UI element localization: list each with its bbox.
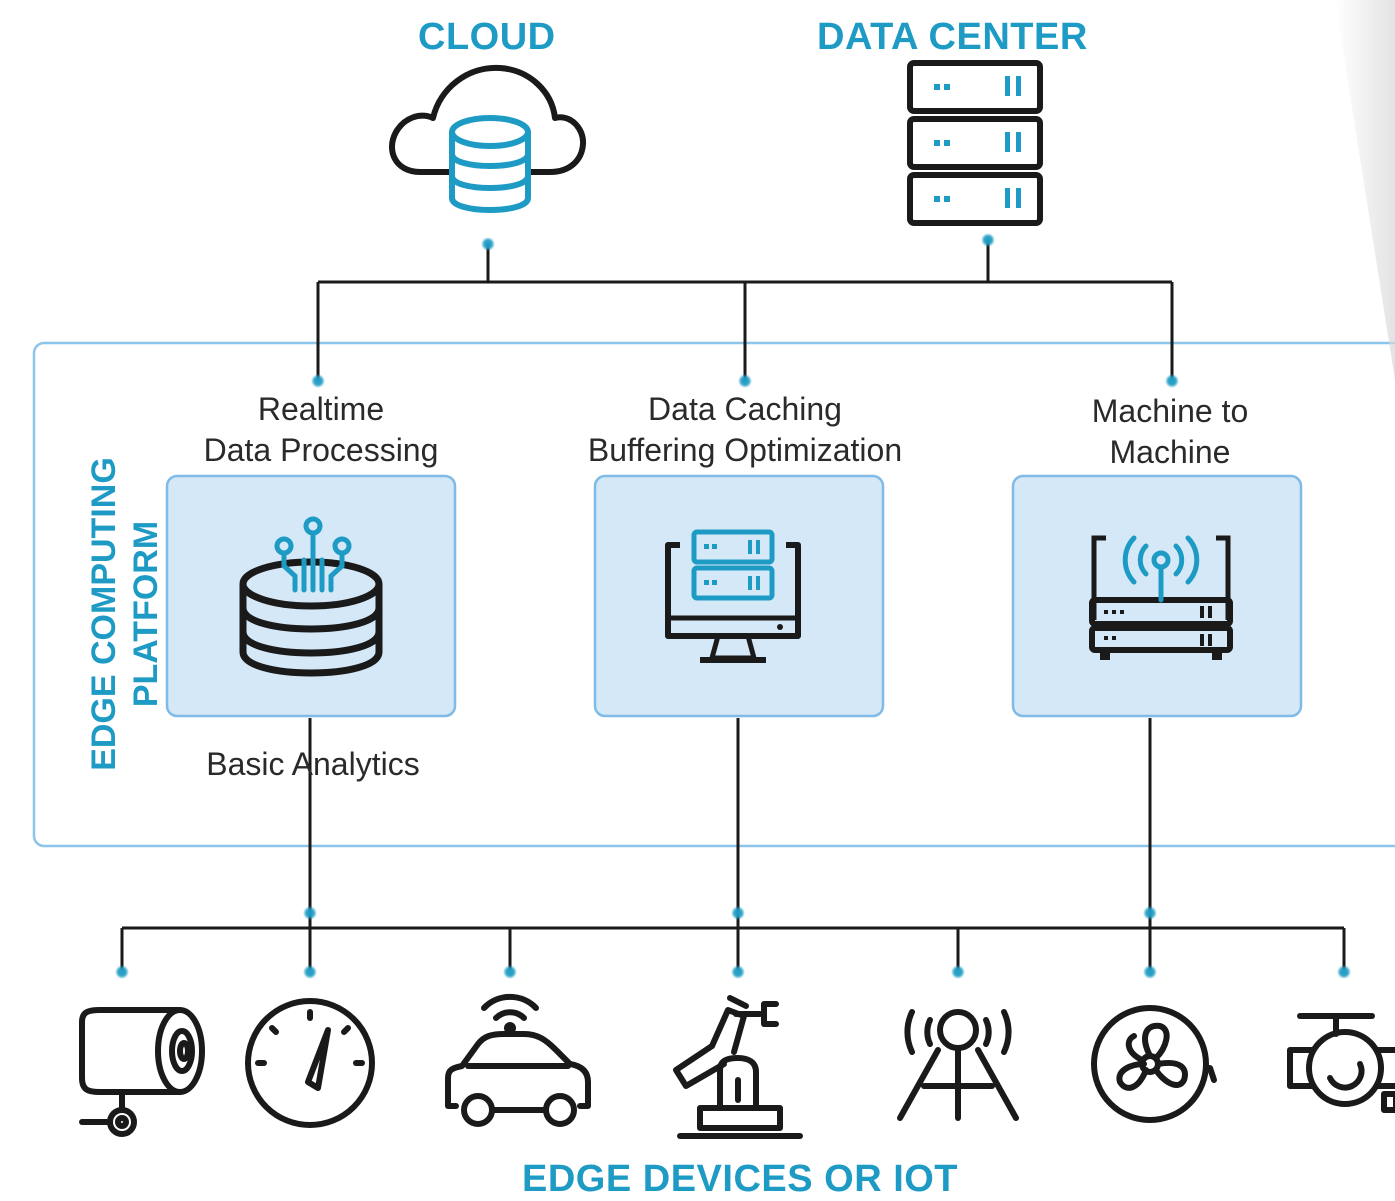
node-title-line: Machine: [1109, 434, 1231, 470]
connected-car-icon: [445, 993, 591, 1127]
cloud-label: CLOUD: [418, 16, 556, 58]
antenna-tower-icon: [897, 1009, 1019, 1121]
database-circuit-icon: [239, 516, 383, 677]
node-box-realtime: [165, 474, 457, 718]
platform-container: [32, 341, 1395, 848]
node-title-line: Data Caching: [648, 391, 842, 427]
node-title-realtime: Realtime Data Processing: [166, 389, 476, 471]
node-title-caching: Data Caching Buffering Optimization: [540, 389, 950, 471]
cloud-database-icon: [389, 64, 586, 213]
devices-label: EDGE DEVICES OR IOT: [522, 1158, 959, 1200]
cctv-camera-icon: [79, 1007, 205, 1137]
gauge-icon: [245, 998, 375, 1128]
node-title-line: Buffering Optimization: [587, 432, 903, 468]
node-box-m2m: [1011, 474, 1303, 718]
platform-label: EDGE COMPUTING PLATFORM: [83, 409, 167, 819]
monitor-server-icon: [665, 529, 801, 663]
connector-dots: [115, 233, 1351, 979]
node-title-m2m: Machine to Machine: [1030, 391, 1310, 473]
fan-icon: [1091, 1005, 1217, 1123]
node-title-line: Realtime: [257, 391, 385, 427]
platform-label-line2: PLATFORM: [127, 520, 165, 708]
wireless-router-icon: [1089, 535, 1233, 660]
device-icons: [79, 993, 1395, 1139]
node-title-line: Machine to: [1091, 393, 1249, 429]
server-rack-icon: [907, 60, 1043, 226]
basic-analytics-label: Basic Analytics: [206, 746, 420, 782]
data-center-label: DATA CENTER: [817, 16, 1088, 58]
node-title-line: Data Processing: [203, 432, 439, 468]
robotic-arm-icon: [673, 995, 803, 1139]
valve-icon: [1287, 1013, 1395, 1113]
platform-label-line1: EDGE COMPUTING: [85, 457, 123, 771]
